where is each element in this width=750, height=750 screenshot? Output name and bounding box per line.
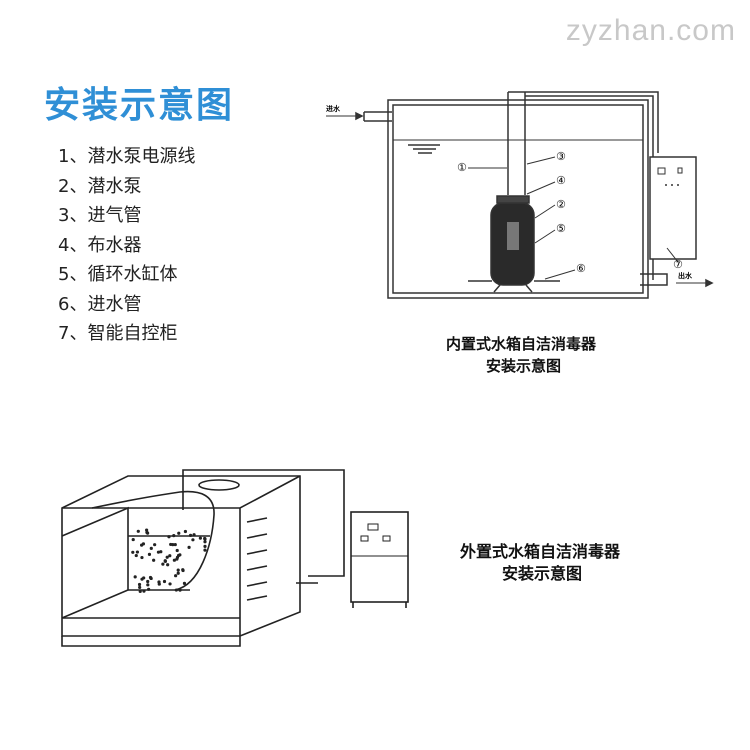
particle	[175, 548, 179, 553]
particle	[175, 557, 179, 561]
particle	[142, 589, 146, 593]
marker-3: ③	[556, 150, 566, 163]
particle	[134, 553, 138, 558]
particle	[171, 543, 175, 547]
particle	[137, 582, 142, 587]
legend-item: 6、进水管	[58, 293, 142, 315]
particle	[167, 535, 171, 539]
legend-item: 7、智能自控柜	[58, 323, 178, 344]
particle	[159, 550, 163, 554]
particle	[141, 542, 146, 546]
particle	[161, 562, 165, 566]
particle	[203, 540, 207, 544]
particle	[181, 568, 185, 572]
particle	[157, 582, 161, 586]
particle	[174, 574, 178, 578]
marker-5: ⑤	[556, 222, 566, 235]
caption-line: 外置式水箱自洁消毒器	[460, 542, 621, 561]
particle	[140, 555, 144, 560]
caption-external: 外置式水箱自洁消毒器 安装示意图	[460, 541, 620, 585]
particle	[203, 536, 207, 541]
particle	[178, 553, 182, 557]
particle	[168, 554, 172, 558]
legend-list: 1、潜水泵电源线 2、潜水泵 3、进气管 4、布水器 5、循环水缸体 6、进水管…	[58, 142, 195, 349]
particles	[131, 528, 207, 594]
caption-line: 安装示意图	[486, 357, 562, 375]
particle	[182, 581, 187, 585]
particle	[153, 543, 157, 547]
particle	[138, 589, 142, 594]
particle	[172, 558, 176, 562]
particle	[147, 587, 151, 591]
particle	[187, 545, 191, 550]
particle	[131, 550, 135, 554]
particle	[135, 550, 140, 554]
marker-1: ①	[457, 161, 467, 174]
particle	[148, 575, 153, 580]
particle	[176, 571, 180, 575]
particle	[133, 575, 137, 579]
tank-outer	[387, 99, 649, 299]
marker-6: ⑥	[576, 262, 586, 275]
caption-line: 内置式水箱自洁消毒器	[446, 335, 597, 353]
legend-item: 3、进气管	[58, 205, 142, 226]
particle	[176, 568, 180, 572]
legend-item: 2、潜水泵	[58, 175, 142, 197]
inlet-label: 进水	[326, 105, 340, 113]
particle	[174, 588, 178, 592]
caption-internal: 内置式水箱自洁消毒器 安装示意图	[446, 333, 596, 377]
legend-item: 1、潜水泵电源线	[58, 146, 196, 167]
particle	[177, 531, 181, 535]
page-title: 安装示意图	[44, 85, 235, 126]
particle	[146, 579, 150, 584]
control-cabinet	[350, 511, 409, 603]
particle	[191, 538, 195, 542]
particle	[183, 529, 188, 534]
particle	[149, 546, 153, 550]
particle	[145, 528, 149, 532]
marker-2: ②	[556, 198, 566, 211]
particle	[168, 582, 172, 586]
legend-item: 5、循环水缸体	[58, 264, 178, 285]
outlet-label: 出水	[678, 272, 692, 280]
particle	[136, 529, 140, 533]
particle	[140, 577, 144, 581]
legend-item: 4、布水器	[58, 234, 142, 256]
particle	[165, 555, 169, 559]
particle	[172, 533, 176, 538]
particle	[146, 583, 150, 587]
particle	[138, 585, 142, 590]
particle	[178, 588, 182, 592]
marker-4: ④	[556, 174, 566, 187]
watermark: zyzhan.com	[565, 14, 736, 47]
marker-7: ⑦	[673, 258, 683, 271]
particle	[203, 544, 207, 548]
particle	[162, 579, 167, 584]
particle	[163, 559, 167, 563]
particle	[192, 533, 196, 537]
particle	[131, 537, 135, 542]
particle	[203, 548, 207, 552]
particle	[198, 536, 202, 540]
tank-inner	[392, 104, 644, 294]
particle	[173, 542, 177, 547]
particle	[147, 552, 152, 557]
particle	[166, 563, 170, 567]
particle	[156, 550, 161, 554]
particle	[188, 533, 193, 537]
caption-line: 安装示意图	[502, 564, 583, 583]
particle	[152, 558, 156, 562]
